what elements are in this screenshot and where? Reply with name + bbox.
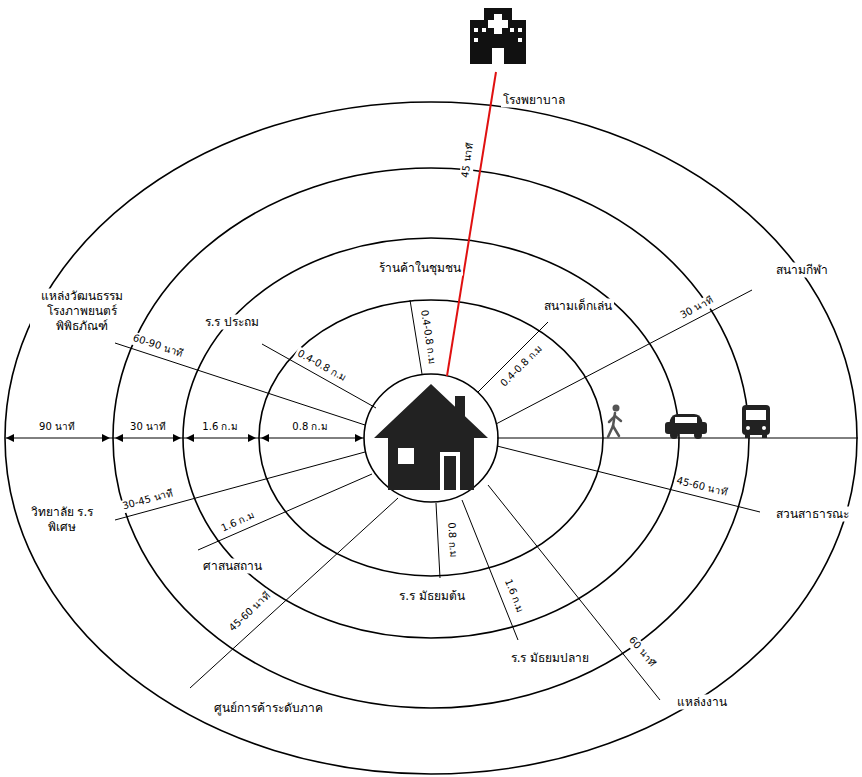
place-label: สนามกีฬา (774, 263, 830, 278)
distance-label: 0.8 ก.ม (290, 421, 329, 434)
place-label: ร้านค้าในชุมชน (377, 261, 463, 276)
distance-label: 45-60 นาที (673, 474, 731, 500)
home-ring (364, 374, 498, 502)
house-icon (374, 384, 488, 490)
ray-line (496, 290, 752, 424)
pedestrian-icon (608, 405, 621, 438)
distance-label: 0.4-0.8 ก.ม (497, 341, 547, 391)
place-label: ศูนย์การค้าระดับภาค (212, 701, 325, 716)
place-label: ร.ร มัธยมปลาย (509, 651, 592, 666)
place-label: สนามเด็กเล่น (542, 299, 614, 314)
ray-line (436, 503, 440, 578)
distance-label: 0.4-0.8 ก.ม (293, 346, 350, 385)
arrowhead (115, 434, 123, 442)
distance-label: 1.6 ก.ม (218, 508, 259, 535)
ray-line (478, 322, 548, 392)
distance-label: 1.6 ก.ม (200, 421, 239, 434)
hospital-icon (470, 8, 526, 64)
distance-label: 1.6 ก.ม (501, 575, 527, 616)
ray-line (115, 343, 365, 425)
place-label: วิทยาลัย ร.ร พิเศษ (24, 505, 100, 535)
place-label: ร.ร มัธยมต้น (397, 589, 467, 604)
distance-label: 90 นาที (37, 421, 77, 434)
distance-label: 60 นาที (625, 633, 660, 672)
arrowhead (186, 434, 194, 442)
ring-set (5, 102, 857, 774)
ray-lines (6, 290, 858, 700)
distance-label: 0.8 ก.ม (445, 520, 460, 560)
arrowhead (173, 434, 181, 442)
distance-label: 45-60 นาที (225, 588, 275, 636)
arrowhead (248, 434, 256, 442)
place-label: สวนสาธารณะ (774, 507, 851, 522)
ray-line (262, 344, 376, 408)
car-icon (665, 414, 707, 439)
axis-arrowheads (6, 434, 363, 442)
place-label: แหล่งวัฒนธรรม โรงภาพยนตร์ พิพิธภัณฑ์ (30, 289, 134, 334)
place-label: ศาสนสถาน (201, 559, 264, 574)
arrowhead (6, 434, 14, 442)
distance-label: 30 นาที (128, 421, 168, 434)
ray-line (115, 452, 365, 520)
ray-line (488, 485, 660, 700)
distance-label: 0.4-0.8 ก.ม (417, 307, 439, 367)
ray-line (190, 498, 398, 688)
axis-line (6, 438, 364, 439)
distance-label: 30-45 นาที (119, 487, 177, 514)
distance-label: 45 นาที (459, 139, 478, 180)
hospital-line (447, 72, 496, 376)
bus-icon (742, 405, 770, 438)
arrowhead (355, 434, 363, 442)
ring (5, 102, 857, 774)
arrowhead (261, 434, 269, 442)
ray-line (462, 500, 518, 640)
arrowhead (102, 434, 110, 442)
ray-line (497, 446, 760, 512)
place-label: ร.ร ประถม (203, 315, 262, 330)
place-label: โรงพยาบาล (501, 93, 567, 108)
distance-label: 30 นาที (676, 293, 717, 323)
distance-label: 60-90 นาที (129, 331, 186, 360)
ray-line (198, 474, 372, 550)
axis-line (497, 438, 858, 439)
place-label: แหล่งงาน (675, 695, 729, 710)
